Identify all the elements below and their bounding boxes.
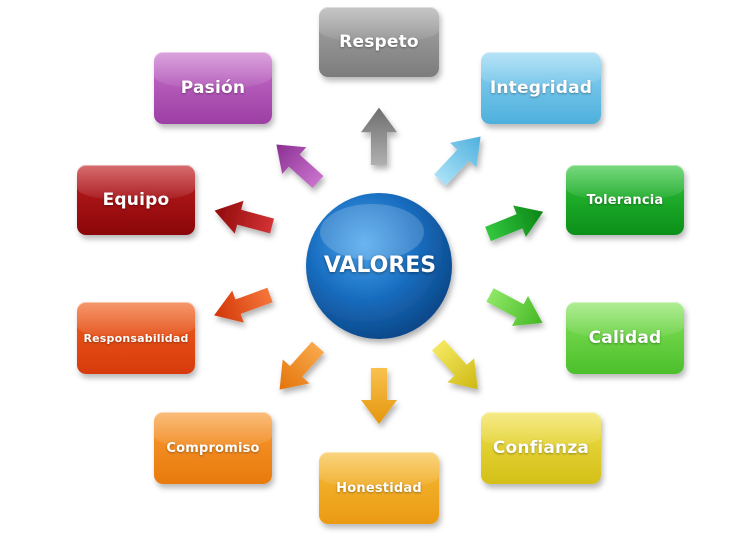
value-box-integridad: Integridad [481,52,601,124]
arrow-pasion [264,131,331,196]
value-box-pasion: Pasión [154,52,272,124]
arrow-respeto [361,107,397,165]
value-label: Compromiso [166,440,260,456]
value-label: Tolerancia [586,192,664,208]
value-label: Responsabilidad [83,331,189,345]
value-label: Pasión [180,78,246,98]
arrow-calidad [482,279,551,338]
value-box-respeto: Respeto [319,7,439,77]
value-label: Confianza [492,438,590,458]
value-box-confianza: Confianza [481,412,601,484]
value-label: Integridad [489,78,593,98]
center-circle [306,193,452,339]
value-box-honestidad: Honestidad [319,452,439,524]
value-box-calidad: Calidad [566,302,684,374]
value-label: Calidad [588,328,662,348]
value-box-compromiso: Compromiso [154,412,272,484]
value-label: Equipo [102,190,170,210]
value-box-tolerancia: Tolerancia [566,165,684,235]
value-label: Honestidad [336,480,422,496]
center-gloss [320,204,424,260]
arrow-confianza [424,332,492,402]
arrow-compromiso [266,334,332,402]
center-label: VALORES [323,252,437,278]
arrow-honestidad [361,368,397,424]
arrow-equipo [210,194,277,243]
value-box-responsabilidad: Responsabilidad [77,302,195,374]
arrow-tolerancia [481,195,550,250]
value-box-equipo: Equipo [77,165,195,235]
value-label: Respeto [339,32,419,52]
arrow-responsabilidad [208,279,276,332]
arrow-integridad [426,124,494,193]
